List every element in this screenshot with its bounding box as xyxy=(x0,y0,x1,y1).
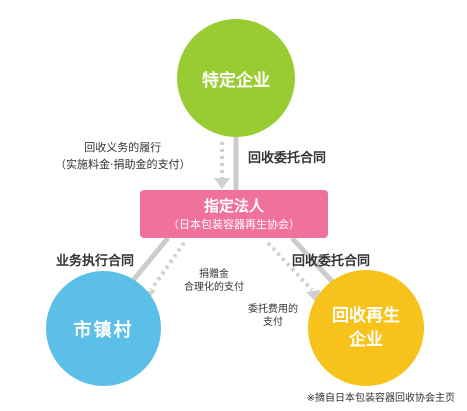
label-fee: 委托费用的 支付 xyxy=(248,303,298,329)
node-right-label-line2: 企业 xyxy=(349,330,383,350)
node-municipality: 市镇村 xyxy=(46,271,161,386)
label-fee-line2: 支付 xyxy=(263,317,283,328)
source-note: ※摘自日本包装容器回收协会主页 xyxy=(306,393,455,404)
node-right-label-line1: 回收再生 xyxy=(332,306,400,326)
label-obligation-line2: （实施料金·捐助金的支付） xyxy=(55,158,191,171)
label-business-contract: 业务执行合同 xyxy=(56,254,135,269)
label-fee-line1: 委托费用的 xyxy=(248,304,298,315)
label-obligation: 回收义务的履行 （实施料金·捐助金的支付） xyxy=(55,139,191,173)
label-obligation-line1: 回收义务的履行 xyxy=(84,141,162,154)
node-left-label: 市镇村 xyxy=(73,319,134,341)
center-subtitle: （日本包装容器再生协会） xyxy=(168,218,300,231)
label-right-contract: 回收委托合同 xyxy=(292,254,371,269)
label-donation-line1: 捐赠金 xyxy=(199,269,229,280)
node-top-label: 特定企业 xyxy=(202,70,270,91)
arrowhead-top-to-center xyxy=(214,178,230,189)
label-donation-line2: 合理化的支付 xyxy=(184,282,244,293)
center-title: 指定法人 xyxy=(203,197,264,215)
node-specified-enterprise: 特定企业 xyxy=(177,19,295,137)
label-donation: 捐赠金 合理化的支付 xyxy=(184,268,244,294)
label-top-contract: 回收委托合同 xyxy=(248,151,327,166)
node-designated-corporation: 指定法人 （日本包装容器再生协会） xyxy=(140,190,328,238)
dotted-arrow-center-to-left xyxy=(149,241,186,292)
node-recycling-enterprise: 回收再生 企业 xyxy=(308,270,424,386)
